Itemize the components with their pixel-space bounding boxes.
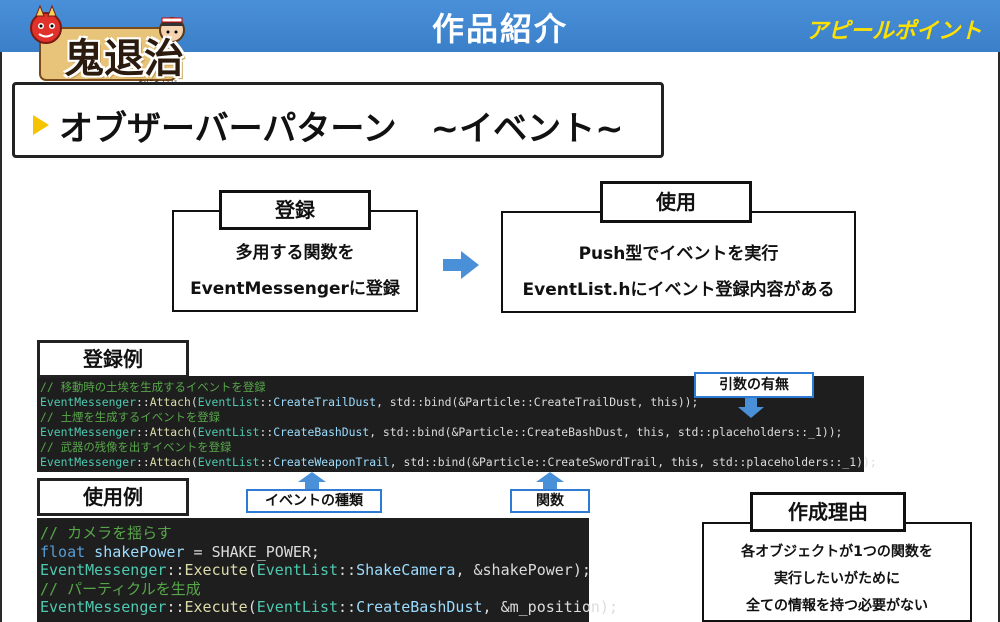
code-token: :: [259, 455, 274, 469]
code-token: float [40, 542, 86, 561]
use-box: Push型でイベントを実行 EventList.hにイベント登録内容がある [501, 211, 856, 313]
code-token: :: [136, 455, 150, 469]
appeal-point-label: アピールポイント [805, 19, 982, 44]
code-token: Execute [184, 561, 248, 579]
reason-label: 作成理由 [750, 492, 906, 532]
register-line-2: EventMessengerに登録 [190, 279, 400, 299]
reason-box: 各オブジェクトが1つの関数を 実行したいがために 全ての情報を持つ必要がない [702, 522, 972, 622]
right-border [998, 52, 1000, 622]
code-token: , std::bind(&Particle::CreateSwordTrail,… [389, 455, 877, 469]
code-line: float shakePower = SHAKE_POWER; [40, 543, 586, 562]
code-token: EventMessenger [40, 425, 137, 439]
code-token: // 移動時の土埃を生成するイベントを登録 [40, 380, 266, 394]
logo-title: 鬼退治 [64, 35, 184, 82]
code-token: // 土煙を生成するイベントを登録 [40, 410, 221, 424]
code-token: CreateBashDust [356, 598, 483, 616]
code-line: // 移動時の土埃を生成するイベントを登録 [40, 380, 861, 395]
triangle-bullet-icon [33, 115, 49, 135]
code-token: :: [338, 561, 357, 579]
code-token: ( [190, 425, 198, 439]
code-token: EventMessenger [40, 561, 167, 579]
code-token: :: [259, 395, 274, 409]
use-line-2: EventList.hにイベント登録内容がある [522, 280, 835, 300]
use-example-label: 使用例 [37, 478, 189, 516]
code-line: EventMessenger::Attach(EventList::Create… [40, 425, 861, 440]
code-token: CreateWeaponTrail [273, 455, 390, 469]
code-line: // 土煙を生成するイベントを登録 [40, 410, 861, 425]
slide-title-box: オブザーバーパターン ~イベント~ [12, 82, 664, 158]
code-token: = SHAKE_POWER; [184, 542, 320, 561]
code-token: shakePower [85, 542, 185, 561]
code-token: Execute [184, 598, 248, 616]
code-token: EventList [256, 598, 339, 616]
code-token: Attach [149, 455, 191, 469]
logo-art [30, 4, 185, 81]
code-line: EventMessenger::Execute(EventList::Shake… [40, 561, 591, 580]
code-token: // カメラを揺らす [40, 524, 172, 542]
boy-character-icon [159, 17, 185, 43]
code-token: EventMessenger [40, 395, 137, 409]
code-token: ( [247, 561, 257, 579]
use-line-1: Push型でイベントを実行 [578, 244, 779, 264]
code-token: EventMessenger [40, 598, 167, 616]
code-line: // 武器の残像を出すイベントを登録 [40, 440, 861, 455]
code-token: :: [136, 395, 150, 409]
code-token: :: [338, 598, 357, 616]
code-token: EventList [197, 455, 260, 469]
code-token: Attach [149, 395, 191, 409]
args-callout: 引数の有無 [694, 372, 814, 398]
reason-line-2: 実行したいがために [774, 571, 900, 587]
code-token: ShakeCamera [356, 561, 456, 579]
code-token: CreateBashDust [273, 425, 370, 439]
code-token: // 武器の残像を出すイベントを登録 [40, 440, 232, 454]
code-line: EventMessenger::Attach(EventList::Create… [40, 395, 861, 410]
code-token: Attach [149, 425, 191, 439]
arrow-up-icon [298, 472, 326, 490]
code-token: EventList [197, 425, 260, 439]
register-line-1: 多用する関数を [235, 243, 355, 263]
code-token: ( [190, 395, 198, 409]
red-oni-icon [30, 4, 62, 44]
code-token: :: [166, 598, 185, 616]
header-title: 作品紹介 [431, 10, 568, 48]
register-example-label: 登録例 [37, 340, 189, 378]
code-line: // パーティクルを生成 [40, 580, 586, 599]
code-token: // パーティクルを生成 [40, 579, 201, 598]
code-token: EventMessenger [40, 455, 137, 469]
arrow-down-icon [738, 398, 764, 418]
use-label: 使用 [600, 181, 752, 223]
code-token: , std::bind(&Particle::CreateBashDust, t… [369, 425, 843, 439]
code-token: CreateTrailDust [273, 395, 377, 409]
left-border [0, 52, 2, 622]
code-token: ( [190, 455, 198, 469]
code-token: , std::bind(&Particle::CreateTrailDust, … [376, 395, 699, 409]
code-line: EventMessenger::Attach(EventList::Create… [40, 455, 877, 470]
function-callout: 関数 [510, 489, 590, 513]
code-token: , &m_position); [482, 598, 618, 616]
code-token: :: [259, 425, 274, 439]
code-line: EventMessenger::Execute(EventList::Creat… [40, 598, 618, 617]
code-token: :: [136, 425, 150, 439]
arrow-right-icon [443, 251, 479, 279]
arrow-up-icon [536, 472, 564, 490]
code-token: EventList [256, 561, 339, 579]
register-label: 登録 [219, 190, 371, 230]
slide-title: オブザーバーパターン ~イベント~ [59, 109, 624, 149]
code-token: , &shakePower); [455, 561, 591, 579]
code-token: EventList [197, 395, 260, 409]
event-type-callout: イベントの種類 [246, 489, 382, 513]
code-token: ( [247, 598, 257, 616]
code-token: :: [166, 561, 185, 579]
code-line: // カメラを揺らす [40, 524, 586, 543]
reason-line-1: 各オブジェクトが1つの関数を [741, 544, 933, 560]
reason-line-3: 全ての情報を持つ必要がない [746, 598, 928, 614]
game-logo: 鬼退治 おにたいじ [26, 4, 186, 88]
